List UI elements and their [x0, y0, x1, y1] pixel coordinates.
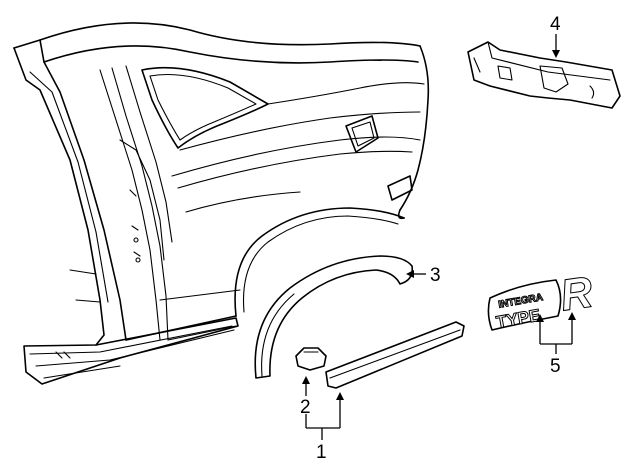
- callout-number-4: 4: [550, 14, 561, 35]
- part-2-clip: [295, 347, 327, 371]
- part-5-emblems: INTEGRA TYPE R: [487, 267, 596, 333]
- emblem-letter-r: R: [557, 268, 596, 321]
- callout-number-5: 5: [550, 356, 561, 377]
- callout-number-2: 2: [300, 397, 311, 418]
- part-4-bracket: [467, 41, 621, 109]
- callout-lines: [302, 34, 576, 440]
- quarter-panel: [13, 22, 430, 385]
- part-1-side-molding: [325, 321, 465, 389]
- callout-number-1: 1: [316, 442, 327, 463]
- part-3-wheel-arch-molding: [254, 255, 414, 379]
- callout-number-3: 3: [430, 265, 441, 286]
